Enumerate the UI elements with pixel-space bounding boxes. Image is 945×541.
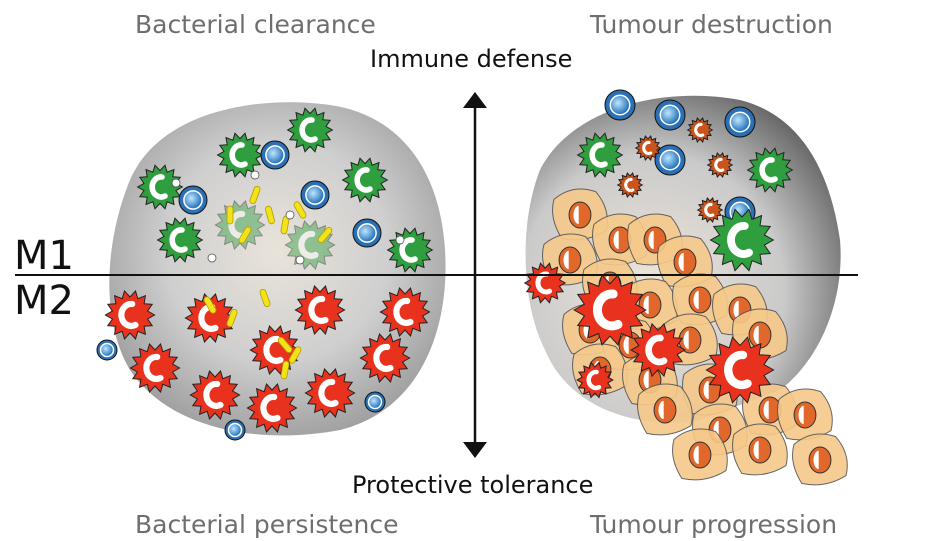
bacterium xyxy=(249,185,261,205)
bacterium xyxy=(259,288,271,308)
m2-macrophage-cell xyxy=(294,285,346,335)
bacterium xyxy=(265,205,275,225)
label-protective-tolerance: Protective tolerance xyxy=(352,471,594,499)
m2-macrophage-cell xyxy=(304,368,356,418)
lymphocyte-cell xyxy=(178,185,208,215)
tumour-cell xyxy=(777,388,833,441)
m2-macrophage-cell xyxy=(246,383,298,433)
m2-macrophage-cell xyxy=(129,343,181,393)
particle xyxy=(171,178,181,188)
m1-macrophage-cell xyxy=(286,107,334,153)
m2-macrophage-cell xyxy=(104,290,156,340)
m2-macrophage-cell xyxy=(379,287,431,337)
m1-macrophage-cell xyxy=(709,208,775,272)
bacterium xyxy=(293,201,307,219)
label-bacterial-clearance: Bacterial clearance xyxy=(135,10,376,39)
m1-macrophage-cell xyxy=(216,132,264,178)
bacterium xyxy=(238,226,252,244)
lymphocyte-cell xyxy=(224,419,246,441)
lymphocyte-cell xyxy=(96,339,118,361)
t-cell-activated xyxy=(706,152,734,178)
t-cell-activated xyxy=(696,197,724,223)
vertical-axis-arrow xyxy=(463,92,487,458)
bacterium xyxy=(203,296,217,314)
lymphocyte-cell xyxy=(260,140,290,170)
m1-macrophage-cell xyxy=(746,147,794,193)
m2-macrophage-cell xyxy=(576,361,614,399)
m1-macrophage-cell xyxy=(156,217,204,263)
label-bacterial-persistence: Bacterial persistence xyxy=(135,510,399,539)
m1-macrophage-cell xyxy=(136,164,184,210)
lymphocyte-cell xyxy=(604,89,636,121)
lymphocyte-cell xyxy=(364,391,386,413)
tumour-cell xyxy=(672,428,728,481)
bacterium xyxy=(317,227,333,243)
t-cell-activated xyxy=(686,117,714,143)
label-m1: M1 xyxy=(14,233,74,279)
lymphocyte-cell xyxy=(300,180,330,210)
tumour-cell xyxy=(732,423,788,476)
m2-macrophage-cell xyxy=(359,333,411,383)
bacterium xyxy=(288,346,302,364)
bacterium xyxy=(226,308,238,328)
label-tumour-destruction: Tumour destruction xyxy=(590,10,833,39)
particle xyxy=(295,255,305,265)
t-cell-activated xyxy=(616,172,644,198)
bacterium xyxy=(277,337,293,353)
lymphocyte-cell xyxy=(724,106,756,138)
bacterium xyxy=(280,360,290,380)
arrow-down-icon xyxy=(463,442,487,458)
t-cell-activated xyxy=(634,135,662,161)
tumour-cell xyxy=(637,383,693,436)
label-m2: M2 xyxy=(14,278,74,324)
m2-macrophage-cell xyxy=(630,322,686,378)
m2-macrophage-cell xyxy=(573,274,647,346)
tumour-cell xyxy=(792,433,848,486)
arrow-up-icon xyxy=(463,92,487,108)
m1-macrophage-cell xyxy=(341,157,389,203)
particle xyxy=(395,235,405,245)
lymphocyte-cell xyxy=(654,99,686,131)
particle xyxy=(285,210,295,220)
m1-macrophage-cell xyxy=(576,132,624,178)
label-immune-defense: Immune defense xyxy=(370,45,573,73)
label-tumour-progression: Tumour progression xyxy=(590,510,838,539)
particle xyxy=(207,253,217,263)
m2-macrophage-cell xyxy=(705,336,775,404)
lymphocyte-cell xyxy=(352,218,382,248)
lymphocyte-cell xyxy=(654,144,686,176)
particle xyxy=(250,170,260,180)
m2-macrophage-cell xyxy=(189,370,241,420)
bacterium xyxy=(226,205,234,225)
